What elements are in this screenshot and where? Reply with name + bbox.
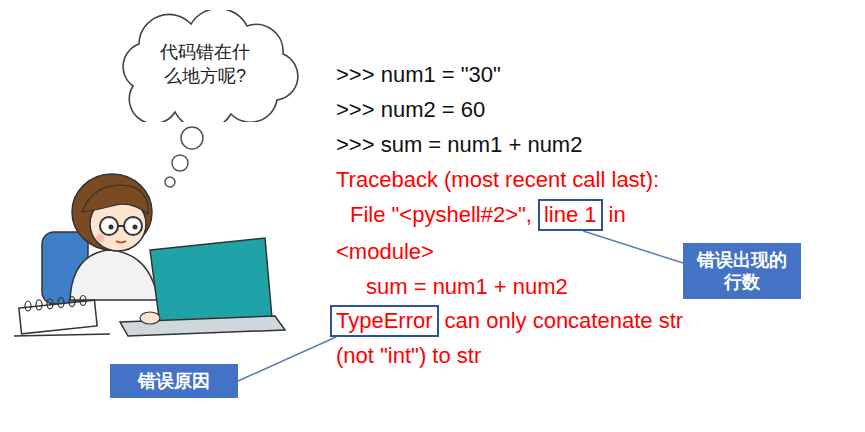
traceback-text: File "<pyshell#2>", [350, 202, 532, 228]
traceback-text: Traceback (most recent call last): [336, 167, 659, 193]
leader-line [583, 231, 683, 263]
highlight-box: TypeError [330, 305, 439, 337]
node-text: 错误原因 [138, 371, 210, 391]
node-text: 代码错在什么地方呢? [157, 40, 253, 88]
leader-line [238, 337, 336, 381]
node-text: 错误出现的行数 [697, 250, 787, 292]
code-line: >>> num2 = 60 [336, 97, 485, 123]
traceback-text: in [609, 202, 626, 228]
thought-bubble: 代码错在什么地方呢? [105, 10, 305, 122]
traceback-text: (not "int") to str [336, 343, 481, 369]
callout-box: 错误出现的行数 [683, 243, 801, 299]
node-text: line 1 [544, 202, 597, 227]
traceback-text: sum = num1 + num2 [366, 274, 568, 300]
traceback-text: <module> [336, 239, 434, 265]
node-text: TypeError [336, 308, 433, 333]
highlight-box: line 1 [538, 199, 603, 231]
code-line: >>> sum = num1 + num2 [336, 132, 582, 158]
traceback-text: can only concatenate str [445, 308, 683, 334]
code-line: >>> num1 = "30" [336, 62, 501, 88]
callout-box: 错误原因 [110, 364, 238, 398]
